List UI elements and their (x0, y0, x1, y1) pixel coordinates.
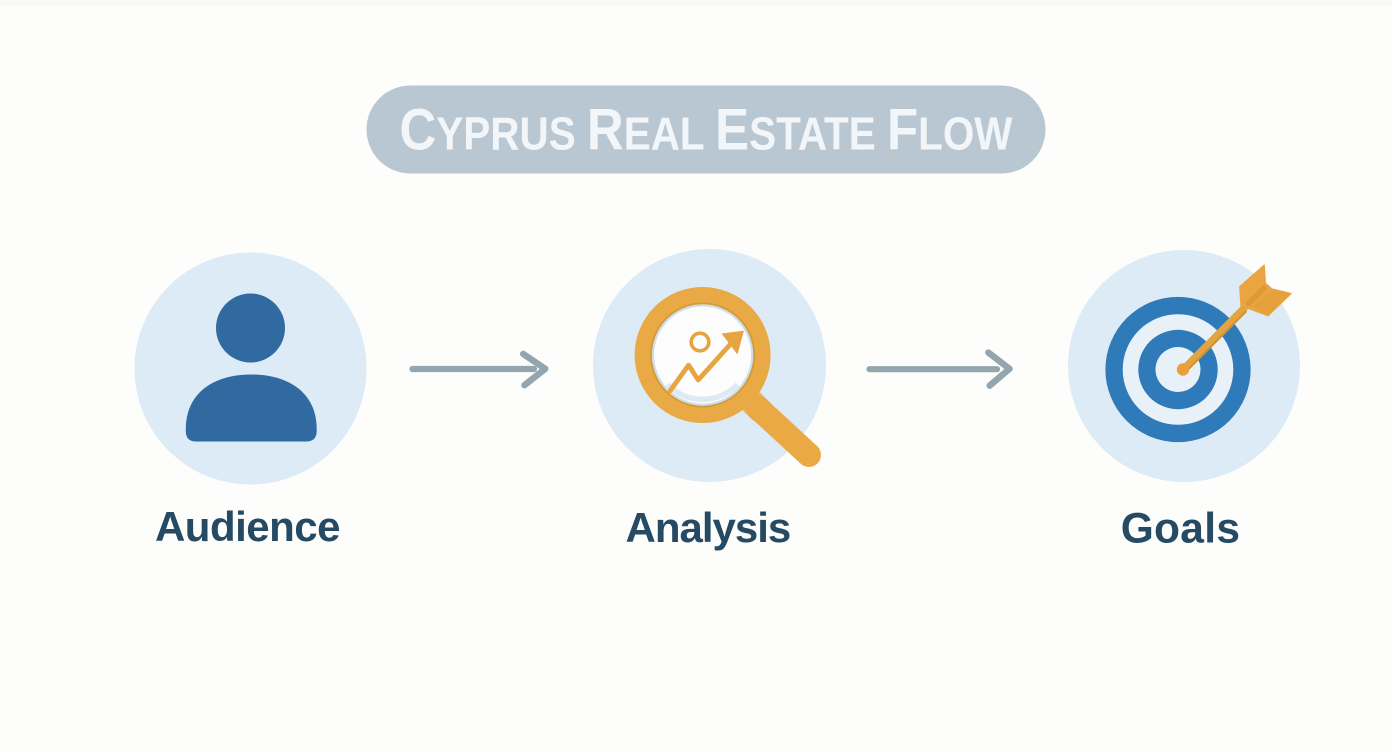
svg-text:Audience: Audience (155, 503, 340, 550)
svg-text:CYPRUS REAL ESTATE FLOW: CYPRUS REAL ESTATE FLOW (400, 98, 1013, 163)
svg-text:Analysis: Analysis (626, 504, 791, 551)
svg-text:Goals: Goals (1121, 506, 1241, 553)
